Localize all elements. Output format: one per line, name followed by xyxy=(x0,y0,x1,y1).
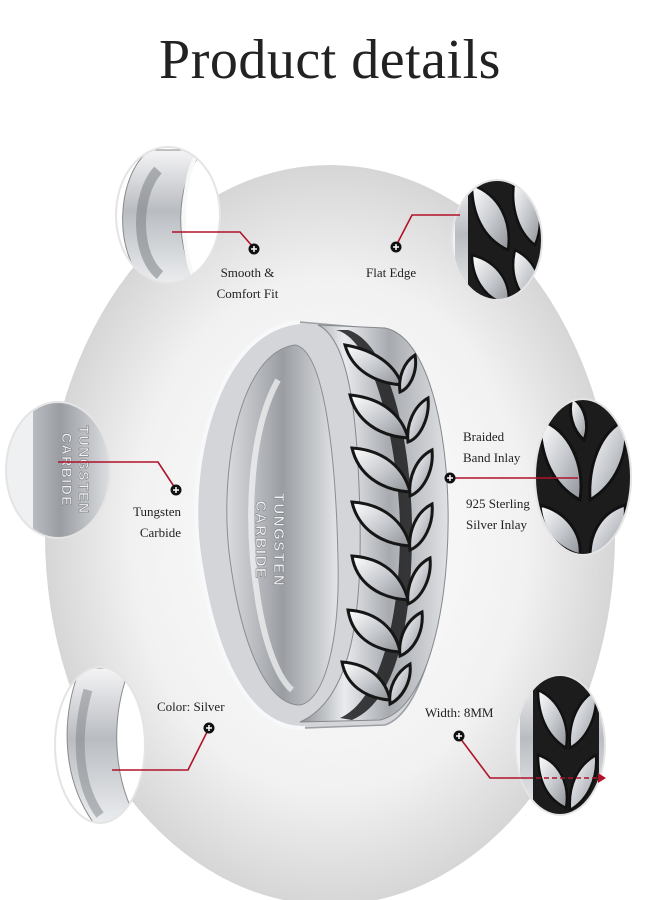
label-flat-edge: Flat Edge xyxy=(366,262,416,283)
label-tungsten-carbide: Tungsten Carbide xyxy=(100,501,181,543)
detail-engraving-line-1: TUNGSTEN xyxy=(76,426,92,515)
callout-line-tungsten xyxy=(58,461,176,489)
plus-icon xyxy=(444,472,456,484)
page-title: Product details xyxy=(159,29,501,91)
label-comfort-fit-line-1: Smooth & xyxy=(220,265,275,280)
label-flat-edge-line-1: Flat Edge xyxy=(366,265,417,280)
detail-engraving-line-2: CARBIDE xyxy=(59,433,75,507)
callout-markers xyxy=(170,241,465,742)
label-sterling-line-2: Silver Inlay xyxy=(466,517,528,532)
main-ring: TUNGSTEN CARBIDE xyxy=(194,320,449,731)
plus-icon xyxy=(170,484,182,496)
callout-line-flat-edge xyxy=(396,214,460,245)
engraving-line-1: TUNGSTEN xyxy=(270,493,287,588)
label-color: Color: Silver xyxy=(157,696,225,717)
label-braided-inlay: Braided Band Inlay xyxy=(463,426,520,468)
plus-icon xyxy=(248,243,260,255)
label-comfort-fit: Smooth & Comfort Fit xyxy=(200,262,295,304)
detail-flat-edge xyxy=(451,179,543,301)
label-braided-line-2: Band Inlay xyxy=(463,450,521,465)
detail-width xyxy=(514,674,606,816)
braid-leaves xyxy=(340,343,434,707)
plus-icon xyxy=(390,241,402,253)
ring-engraving: TUNGSTEN CARBIDE xyxy=(252,492,288,588)
detail-color-silver xyxy=(54,666,146,824)
callout-line-width xyxy=(459,737,528,779)
label-color-line-1: Color: Silver xyxy=(157,699,225,714)
plus-icon xyxy=(453,730,465,742)
label-braided-line-1: Braided xyxy=(463,429,505,444)
label-sterling-inlay: 925 Sterling Silver Inlay xyxy=(466,493,530,535)
detail-tungsten-carbide: TUNGSTEN CARBIDE xyxy=(5,401,111,539)
label-width-line-1: Width: 8MM xyxy=(425,705,494,720)
callout-line-comfort-fit xyxy=(172,231,254,248)
plus-icon xyxy=(203,722,215,734)
engraving-line-2: CARBIDE xyxy=(252,501,269,580)
label-tungsten-line-1: Tungsten xyxy=(133,504,181,519)
label-comfort-fit-line-2: Comfort Fit xyxy=(216,286,279,301)
callout-lines xyxy=(58,214,598,779)
label-width: Width: 8MM xyxy=(425,702,493,723)
detail-comfort-fit xyxy=(115,146,221,284)
label-sterling-line-1: 925 Sterling xyxy=(466,496,530,511)
width-arrow-head xyxy=(598,773,606,783)
label-tungsten-line-2: Carbide xyxy=(139,525,181,540)
callout-line-color xyxy=(112,729,209,771)
detail-braided-inlay xyxy=(534,398,632,556)
